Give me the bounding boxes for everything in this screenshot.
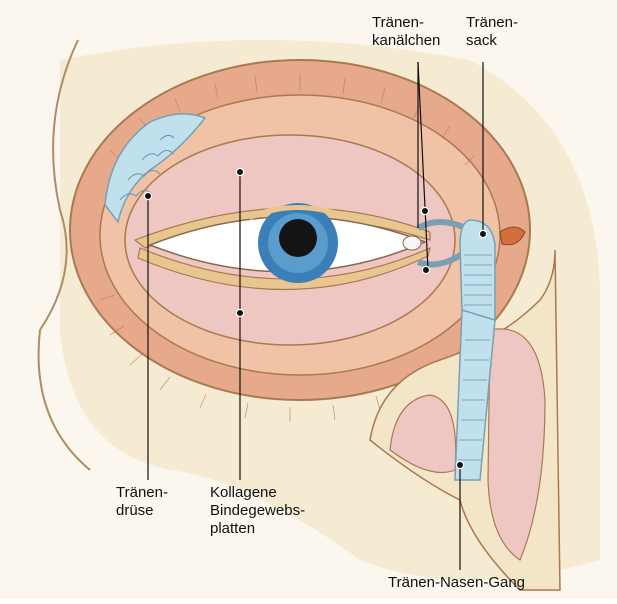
- pointer-dot-plates-lower: [236, 309, 243, 316]
- label-sac: Tränen- sack: [466, 14, 518, 50]
- label-sac-line2: sack: [466, 32, 518, 50]
- pointer-dot-canaliculi-lower: [422, 266, 429, 273]
- pointer-dot-plates-upper: [236, 168, 243, 175]
- eye-pupil: [279, 219, 317, 257]
- label-plates: Kollagene Bindegewebs- platten: [210, 484, 305, 538]
- label-canaliculi-line2: kanälchen: [372, 32, 440, 50]
- label-duct: Tränen-Nasen-Gang: [388, 574, 525, 592]
- label-gland: Tränen- drüse: [116, 484, 168, 520]
- label-gland-line2: drüse: [116, 502, 168, 520]
- label-sac-line1: Tränen-: [466, 14, 518, 32]
- label-canaliculi: Tränen- kanälchen: [372, 14, 440, 50]
- label-plates-line3: platten: [210, 520, 305, 538]
- pointer-dot-canaliculi-upper: [421, 207, 428, 214]
- lacrimal-sac-shape: [460, 220, 495, 323]
- pointer-dot-duct: [456, 461, 463, 468]
- caruncle: [403, 236, 421, 250]
- label-plates-line2: Bindegewebs-: [210, 502, 305, 520]
- label-gland-line1: Tränen-: [116, 484, 168, 502]
- label-plates-line1: Kollagene: [210, 484, 305, 502]
- pointer-dot-gland: [144, 192, 151, 199]
- label-canaliculi-line1: Tränen-: [372, 14, 440, 32]
- pointer-dot-sac: [479, 230, 486, 237]
